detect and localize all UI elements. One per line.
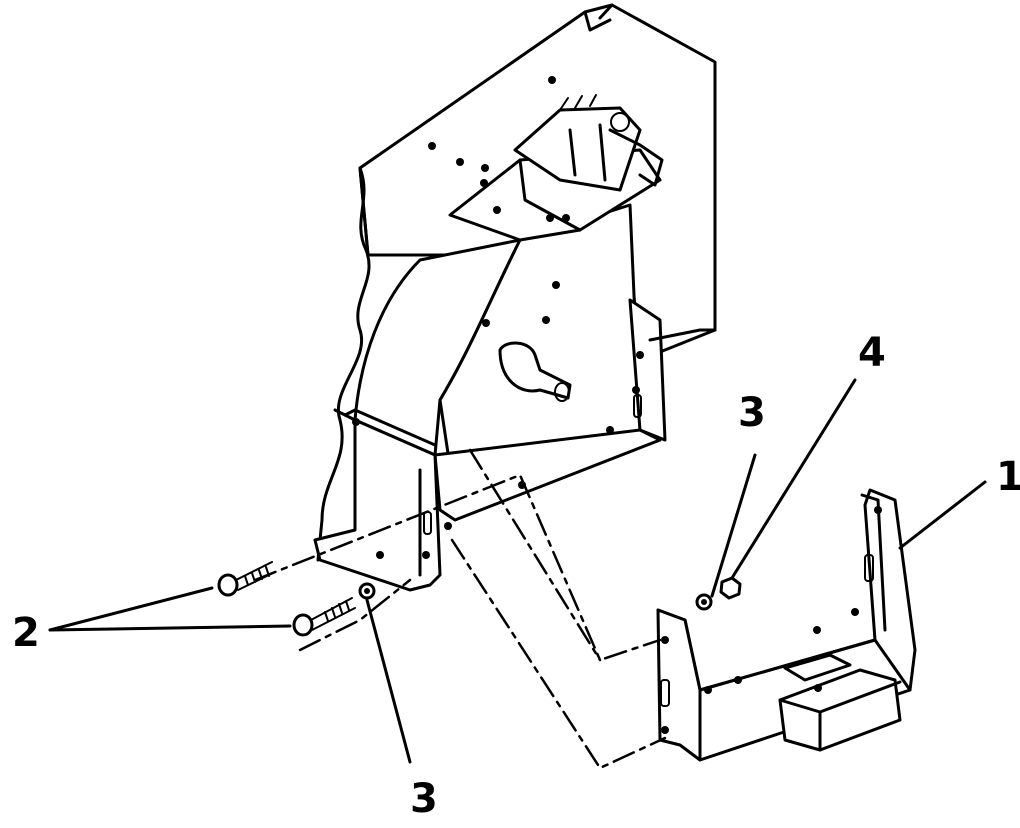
frame-slot-right bbox=[633, 394, 642, 418]
washer-upper bbox=[695, 593, 713, 611]
nut bbox=[719, 576, 742, 600]
callout-2: 2 bbox=[12, 610, 40, 656]
housing-frame bbox=[313, 3, 717, 592]
callout-3-upper: 3 bbox=[738, 390, 766, 436]
bolt-lower bbox=[292, 597, 356, 637]
frame-holes bbox=[352, 76, 644, 559]
bolt-upper bbox=[217, 561, 276, 597]
callout-3-lower: 3 bbox=[410, 776, 438, 822]
callout-4: 4 bbox=[858, 330, 886, 376]
callout-1: 1 bbox=[996, 454, 1020, 500]
bracket bbox=[656, 488, 917, 762]
assembly-center-lines bbox=[253, 448, 667, 770]
leader-lines bbox=[48, 378, 987, 764]
washer-lower bbox=[358, 582, 376, 600]
